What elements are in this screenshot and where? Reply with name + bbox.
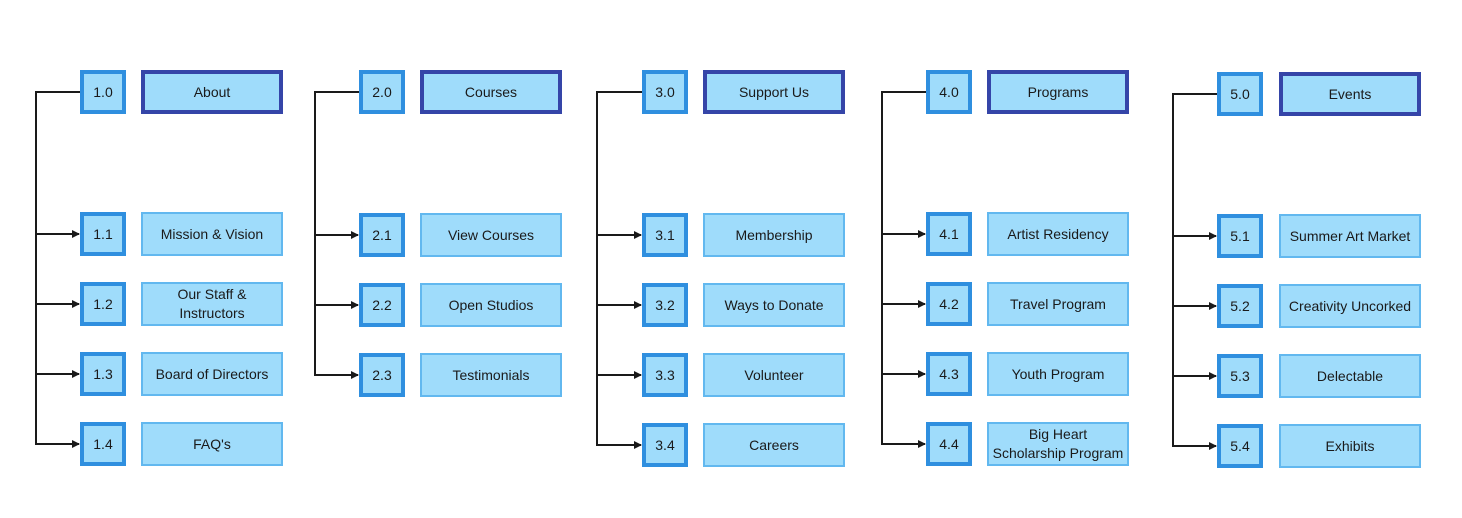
item-2-1-number: 2.1 <box>359 213 405 257</box>
item-2-3-number: 2.3 <box>359 353 405 397</box>
item-5-1-number: 5.1 <box>1217 214 1263 258</box>
item-3-1-label: Membership <box>703 213 845 257</box>
item-3-4-label: Careers <box>703 423 845 467</box>
item-4-4-label: Big Heart Scholarship Program <box>987 422 1129 466</box>
section-3-number: 3.0 <box>642 70 688 114</box>
item-1-1-label: Mission & Vision <box>141 212 283 256</box>
item-2-3-label: Testimonials <box>420 353 562 397</box>
item-1-4-label: FAQ's <box>141 422 283 466</box>
item-1-2-number: 1.2 <box>80 282 126 326</box>
item-3-1-number: 3.1 <box>642 213 688 257</box>
item-5-3-label: Delectable <box>1279 354 1421 398</box>
section-4-number: 4.0 <box>926 70 972 114</box>
item-4-1-number: 4.1 <box>926 212 972 256</box>
item-3-2-number: 3.2 <box>642 283 688 327</box>
item-5-3-number: 5.3 <box>1217 354 1263 398</box>
item-5-2-label: Creativity Uncorked <box>1279 284 1421 328</box>
item-4-1-label: Artist Residency <box>987 212 1129 256</box>
item-1-3-label: Board of Directors <box>141 352 283 396</box>
item-1-2-label: Our Staff & Instructors <box>141 282 283 326</box>
section-1-title: About <box>141 70 283 114</box>
section-4-title: Programs <box>987 70 1129 114</box>
section-5-number: 5.0 <box>1217 72 1263 116</box>
item-4-2-label: Travel Program <box>987 282 1129 326</box>
section-2-title: Courses <box>420 70 562 114</box>
item-4-3-label: Youth Program <box>987 352 1129 396</box>
item-2-2-label: Open Studios <box>420 283 562 327</box>
item-3-3-label: Volunteer <box>703 353 845 397</box>
section-3-title: Support Us <box>703 70 845 114</box>
item-4-2-number: 4.2 <box>926 282 972 326</box>
item-5-4-label: Exhibits <box>1279 424 1421 468</box>
item-5-4-number: 5.4 <box>1217 424 1263 468</box>
item-3-4-number: 3.4 <box>642 423 688 467</box>
item-1-4-number: 1.4 <box>80 422 126 466</box>
item-2-1-label: View Courses <box>420 213 562 257</box>
item-2-2-number: 2.2 <box>359 283 405 327</box>
section-5-title: Events <box>1279 72 1421 116</box>
item-1-1-number: 1.1 <box>80 212 126 256</box>
item-4-4-number: 4.4 <box>926 422 972 466</box>
item-3-3-number: 3.3 <box>642 353 688 397</box>
item-5-1-label: Summer Art Market <box>1279 214 1421 258</box>
section-2-number: 2.0 <box>359 70 405 114</box>
item-1-3-number: 1.3 <box>80 352 126 396</box>
section-1-number: 1.0 <box>80 70 126 114</box>
item-3-2-label: Ways to Donate <box>703 283 845 327</box>
item-5-2-number: 5.2 <box>1217 284 1263 328</box>
item-4-3-number: 4.3 <box>926 352 972 396</box>
